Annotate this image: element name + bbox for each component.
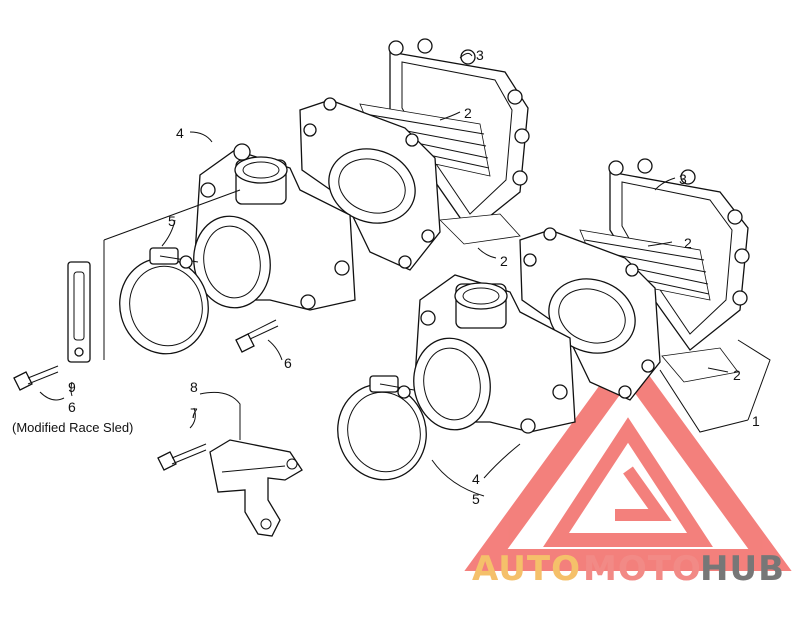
spacer-plate: [67, 261, 91, 363]
callout-7: 7: [190, 405, 198, 421]
callout-6-race: 6: [68, 399, 76, 415]
callout-8: 8: [190, 379, 198, 395]
callout-9: 9: [68, 379, 76, 395]
reed-cage-upper: [299, 97, 441, 271]
bolt-bracket: [157, 443, 207, 471]
reed-cage-lower: [519, 227, 661, 401]
watermark-text: AUTO MOTO HUB: [472, 549, 785, 589]
hose-clamp-lower: [337, 375, 427, 481]
callout-4-upper: 4: [176, 125, 184, 141]
watermark-logo-icon: [464, 346, 792, 571]
bolt-race-sled: [13, 365, 59, 391]
intake-boot-upper: [193, 143, 356, 311]
callout-3-lower: 3: [679, 171, 687, 187]
intake-boot-lower: [413, 274, 576, 434]
callout-1: 1: [752, 413, 760, 429]
callout-2-lower-b: 2: [733, 367, 741, 383]
callout-5-upper: 5: [168, 213, 176, 229]
bolt-upper: [235, 319, 279, 353]
callout-5-lower: 5: [472, 491, 480, 507]
watermark-moto: MOTO: [583, 549, 702, 589]
watermark-auto: AUTO: [472, 549, 581, 589]
callout-2-lower-a: 2: [684, 235, 692, 251]
leader-lines: [39, 52, 771, 497]
callout-6-upper: 6: [284, 355, 292, 371]
callout-3-upper: 3: [476, 47, 484, 63]
hose-clamp-upper: [119, 247, 209, 355]
callout-4-lower: 4: [472, 471, 480, 487]
watermark-hub: HUB: [700, 549, 785, 589]
bracket: [209, 439, 303, 537]
callout-2-upper-b: 2: [500, 253, 508, 269]
callout-2-upper-a: 2: [464, 105, 472, 121]
race-sled-note: (Modified Race Sled): [12, 420, 133, 435]
